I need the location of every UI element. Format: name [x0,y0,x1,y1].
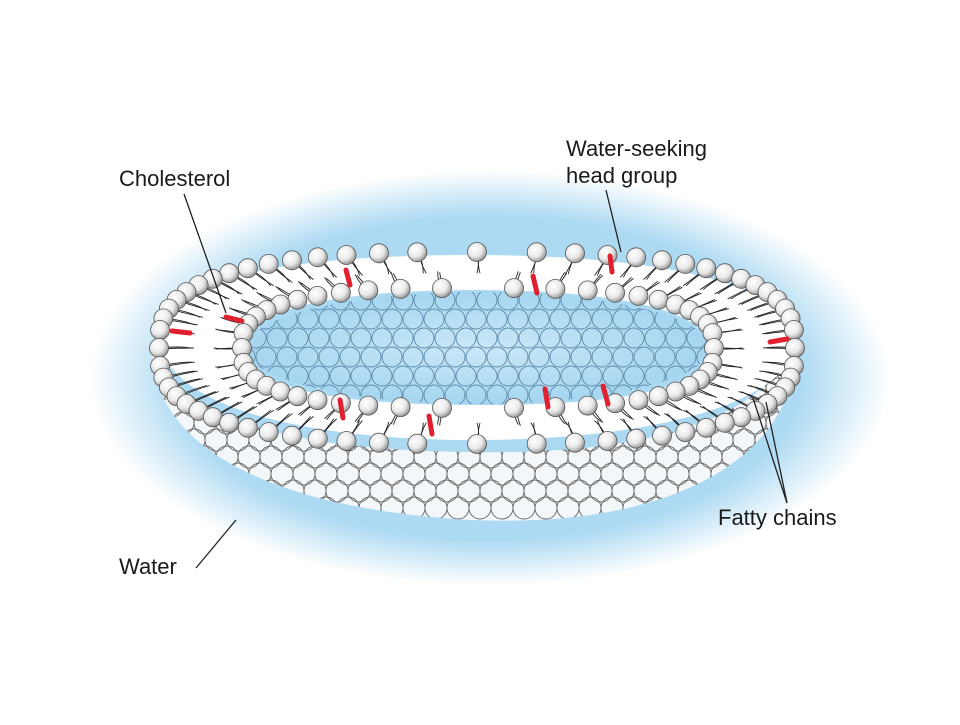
head-group [665,381,686,402]
head-group [150,320,171,340]
head-group [219,412,240,433]
head-group [628,390,649,411]
cholesterol-molecule [542,386,551,410]
head-group [282,250,302,271]
vesicle-interior [246,292,710,404]
outer-head-groups [149,242,805,454]
head-group-label-line2: head group [566,163,678,188]
head-group [675,253,696,274]
head-group [282,425,302,446]
head-group [565,432,585,453]
head-group [307,285,328,306]
head-group [545,278,566,299]
fatty-chains-label: Fatty chains [718,505,837,530]
head-group [504,397,524,418]
head-group [432,397,452,418]
head-group [696,417,717,438]
wall-head-group [151,496,162,520]
head-group [652,250,672,271]
head-group [565,243,585,264]
head-group [149,338,169,358]
cholesterol-molecules [169,253,790,437]
head-group-label-line1: Water-seeking [566,136,708,161]
head-group [336,245,357,265]
head-group [467,242,487,262]
leader-fatty-b [765,401,788,504]
head-group [369,432,389,453]
leader-head-group [605,189,622,253]
head-group [577,395,598,416]
head-group [626,428,647,449]
head-group [390,278,411,299]
head-group [287,289,308,310]
head-group [369,243,389,264]
leader-lines [183,189,788,569]
head-group [307,247,328,268]
cholesterol-molecule [600,383,611,407]
head-group [390,397,411,418]
head-group [628,285,649,306]
head-group [504,278,524,299]
head-group [597,245,618,265]
head-group [237,258,258,279]
head-group [258,422,279,443]
head-group [675,422,696,443]
leader-fatty-a [752,397,788,504]
head-group [714,412,735,433]
head-group [626,247,647,268]
cholesterol-molecule [767,336,790,345]
water-label: Water [119,554,177,579]
head-group [605,282,625,303]
head-group [696,258,717,279]
head-group [258,253,279,274]
head-group [648,289,669,310]
cholesterol-molecule [223,314,245,324]
head-group [407,433,428,454]
head-group [432,278,452,299]
head-group [597,431,618,451]
head-group [270,381,291,402]
cholesterol-molecule [426,413,435,437]
leader-water [195,519,237,569]
head-group [785,338,805,358]
cholesterol-molecule [343,267,353,288]
head-group [307,428,328,449]
cholesterol-molecule [607,253,615,275]
head-group [577,280,598,301]
head-group [358,280,379,301]
head-group [467,434,487,454]
head-group [336,431,357,451]
leader-cholesterol [183,193,227,314]
head-group [287,386,308,407]
cholesterol-molecule [530,273,540,296]
cholesterol-label: Cholesterol [119,166,231,191]
head-group [330,282,351,303]
head-group [237,417,258,438]
head-group [407,242,428,263]
head-group [648,386,669,407]
head-group [526,242,547,263]
cholesterol-molecule [169,328,193,336]
cholesterol-molecule [337,397,346,421]
head-group [526,433,547,454]
head-group [652,425,672,446]
head-group [358,395,379,416]
head-group [307,390,328,411]
